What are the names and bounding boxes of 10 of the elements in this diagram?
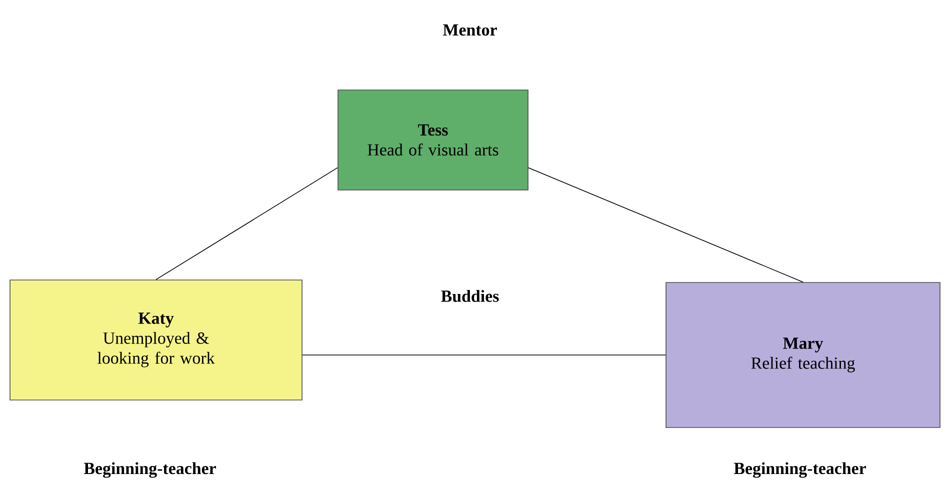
person-box: Mary Relief teaching <box>666 282 940 428</box>
role-label: Mentor <box>443 24 497 36</box>
edge-label: Buddies <box>438 288 502 304</box>
person-box: Katy Unemployed & looking for work <box>10 280 302 400</box>
connector-line <box>302 354 666 356</box>
connector-line <box>528 167 804 282</box>
person-box: Tess Head of visual arts <box>338 90 528 190</box>
role-label: Beginning-teacher <box>734 462 866 478</box>
role-label: Beginning-teacher <box>84 462 216 478</box>
connector-line <box>156 167 338 280</box>
